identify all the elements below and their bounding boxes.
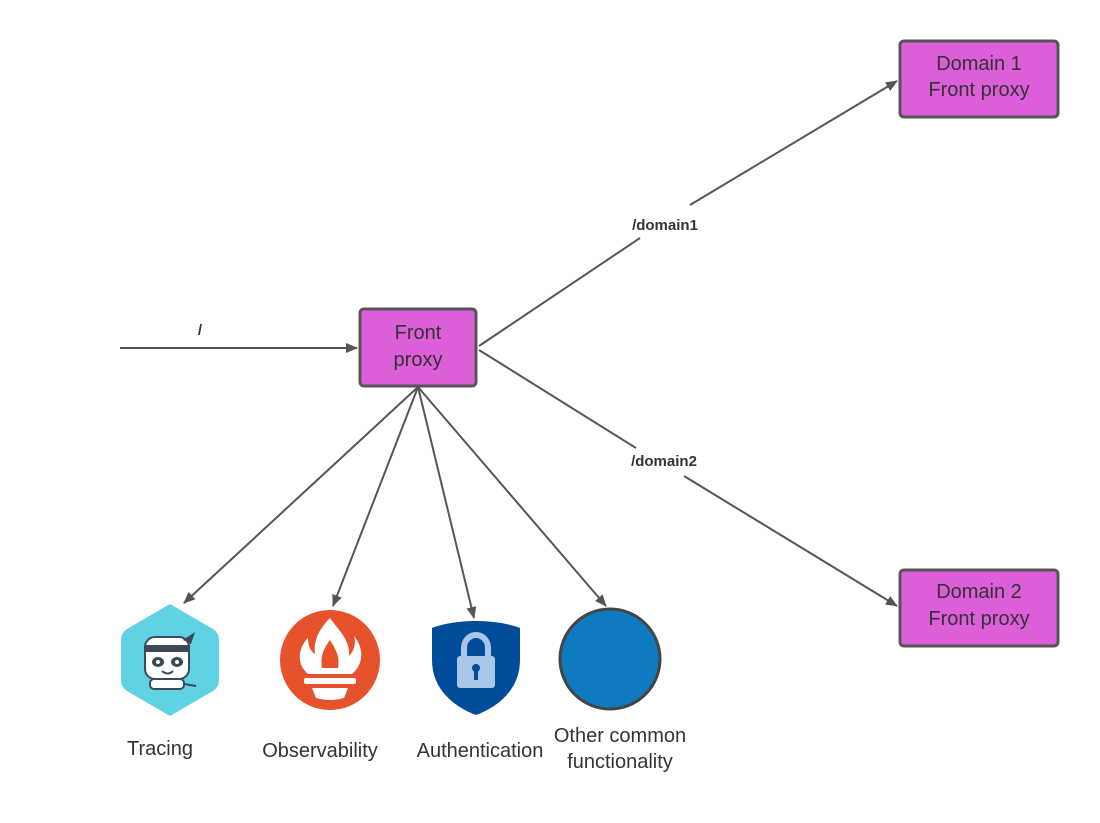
edge-to-domain1-b — [689, 80, 898, 206]
domain2-front-proxy-line1: Domain 2 — [936, 581, 1022, 603]
other-label-line1: Other common — [554, 725, 686, 747]
prometheus-flame-icon — [280, 610, 380, 710]
edges — [120, 80, 898, 619]
domain1-front-proxy-box — [898, 39, 1060, 119]
circle-icon — [558, 607, 662, 711]
other-label-line2: functionality — [567, 751, 673, 773]
domain1-front-proxy-line2: Front proxy — [928, 79, 1029, 101]
domain1-front-proxy-line1: Domain 1 — [936, 53, 1022, 75]
domain1-front-proxy-node: Domain 1 Front proxy — [898, 39, 1060, 119]
domain2-front-proxy-node: Domain 2 Front proxy — [898, 568, 1060, 648]
domain2-front-proxy-box — [898, 568, 1060, 648]
tracing-mascot-icon — [121, 604, 219, 716]
route-label-root: / — [198, 322, 203, 339]
main-front-proxy-box — [358, 307, 478, 388]
route-label-domain1: /domain1 — [632, 217, 698, 234]
observability-label: Observability — [262, 740, 378, 762]
edge-to-domain2-b — [683, 475, 898, 607]
edge-to-observability — [332, 386, 419, 607]
edge-to-domain2-a — [478, 349, 637, 449]
edge-to-other — [417, 386, 607, 607]
edge-to-tracing — [183, 386, 419, 604]
main-front-proxy-node: Front proxy — [358, 307, 478, 388]
main-front-proxy-line1: Front — [395, 322, 442, 344]
padlock-shield-icon — [432, 621, 520, 715]
tracing-label: Tracing — [127, 738, 193, 760]
main-front-proxy-line2: proxy — [394, 349, 443, 371]
domain2-front-proxy-line2: Front proxy — [928, 608, 1029, 630]
edge-to-authentication — [417, 386, 477, 619]
route-label-domain2: /domain2 — [631, 453, 697, 470]
edge-to-domain1-a — [478, 237, 641, 347]
authentication-label: Authentication — [417, 740, 544, 762]
